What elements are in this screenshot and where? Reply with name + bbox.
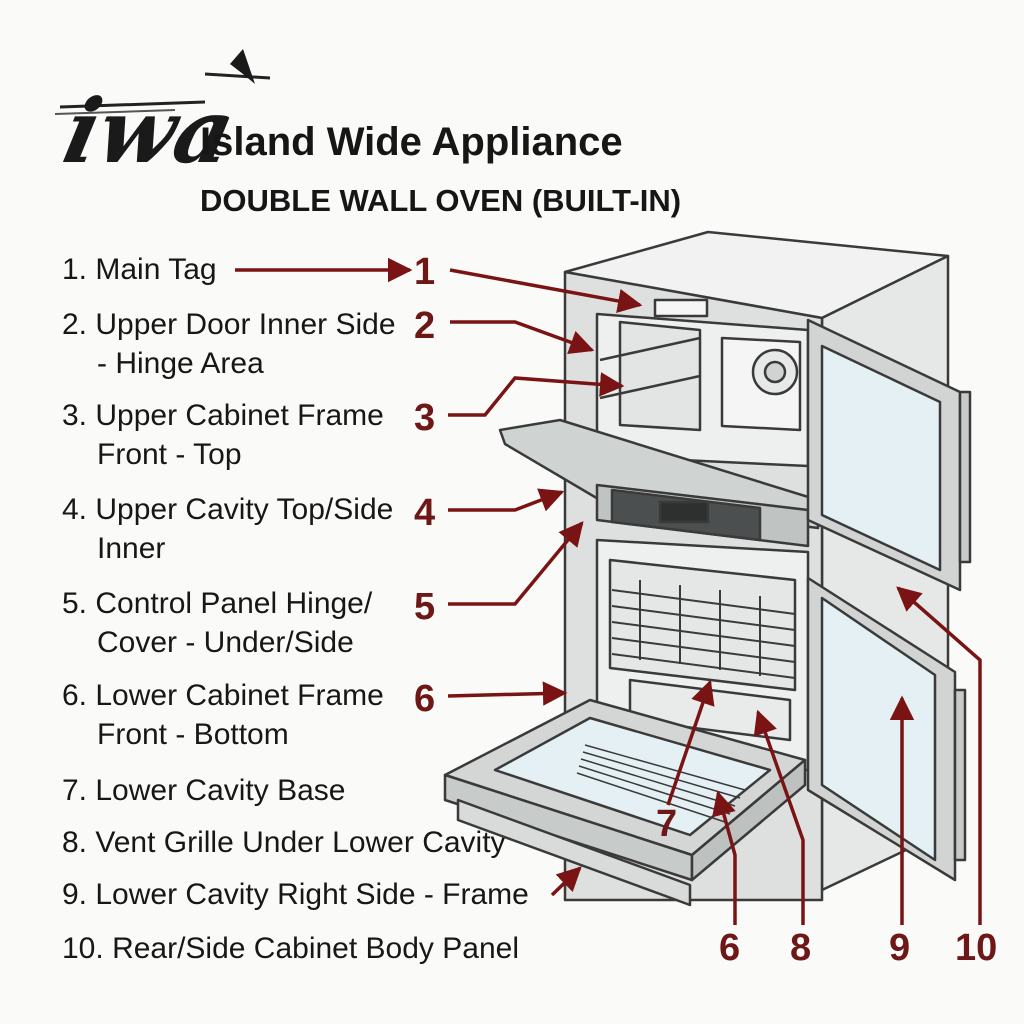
oven-illustration	[443, 230, 972, 907]
svg-text:iwa: iwa	[56, 79, 244, 183]
arrow-5	[448, 521, 584, 606]
callout-2: 2	[414, 305, 435, 347]
arrow-6	[447, 681, 568, 706]
callout-10: 10	[955, 927, 997, 969]
lower-right-door-glass	[820, 596, 937, 862]
callout-6: 6	[414, 678, 435, 720]
callout-8: 8	[790, 927, 811, 969]
upper-door-glass	[820, 344, 942, 572]
brand-name: Island Wide Appliance	[200, 120, 623, 164]
arrow-3	[448, 372, 625, 417]
callout-arrows	[235, 257, 982, 925]
main-tag	[653, 298, 709, 318]
lower-door-glass	[493, 716, 772, 837]
brand-logo: iwa	[54, 44, 285, 194]
callout-3: 3	[414, 397, 435, 439]
arrow-1b	[449, 268, 643, 314]
arrow-6b	[712, 790, 737, 925]
diagram-subtitle: DOUBLE WALL OVEN (BUILT-IN)	[200, 183, 682, 218]
callout-4: 4	[414, 492, 435, 534]
callout-5: 5	[414, 586, 435, 628]
callout-9: 9	[889, 927, 910, 969]
arrow-8	[753, 709, 805, 925]
callout-6-bottom: 6	[719, 927, 740, 969]
oven-rack	[611, 580, 796, 679]
callout-7: 7	[656, 803, 677, 845]
arrow-10	[896, 586, 982, 925]
arrow-legend-9	[550, 866, 582, 897]
arrow-2	[450, 320, 595, 354]
vent-grille	[576, 744, 746, 823]
arrow-7	[666, 679, 715, 806]
callout-1: 1	[414, 251, 435, 293]
arrow-4	[448, 488, 565, 512]
callout-numbers: 1 2 3 4 5 6 7 6 8 9 10	[414, 251, 997, 969]
